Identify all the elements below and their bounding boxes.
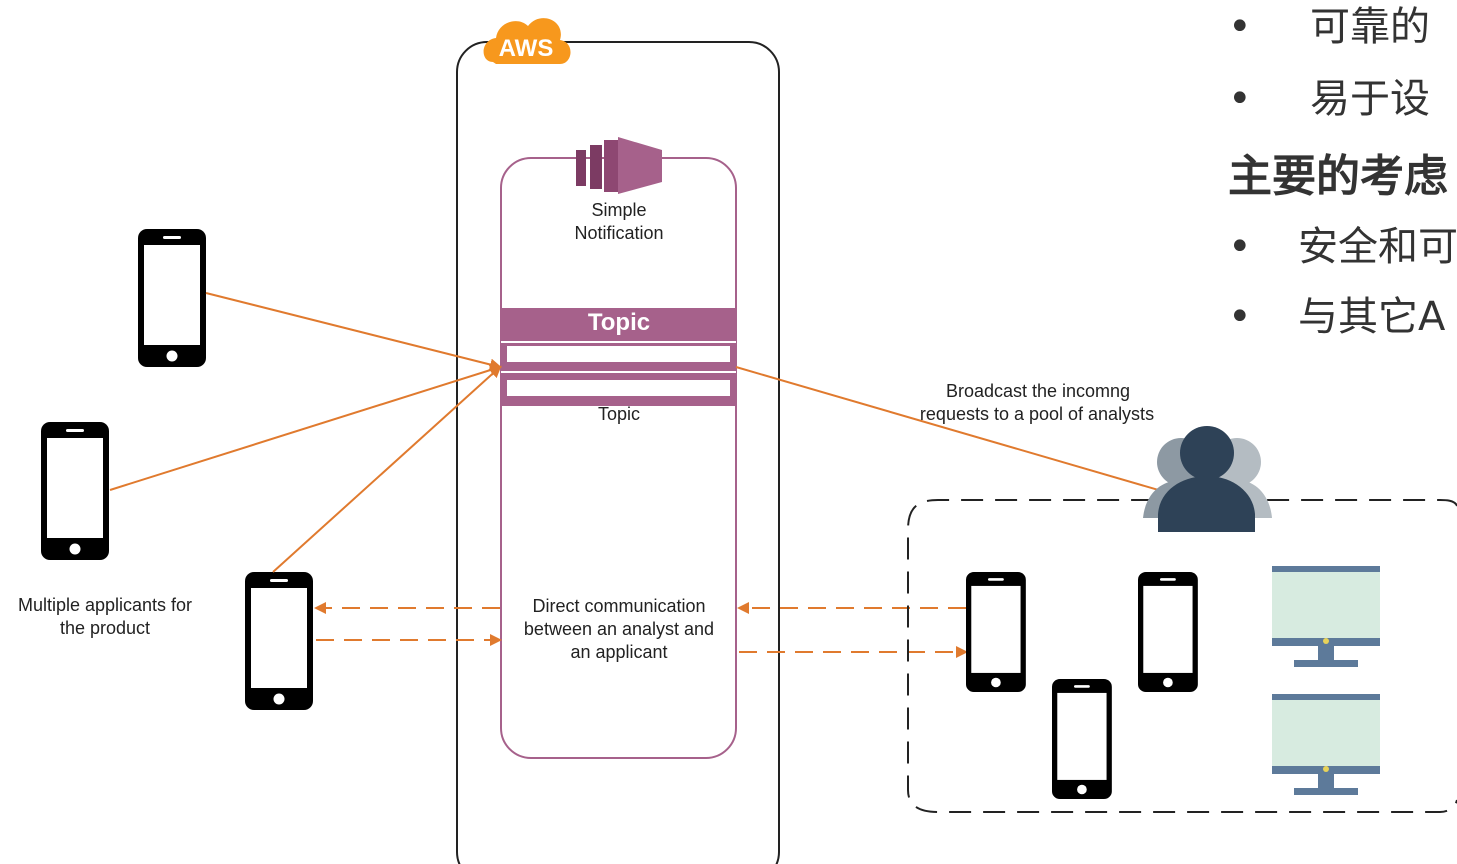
bullet-item-3: • 安全和可 — [1228, 214, 1457, 272]
broadcast-label-line2: requests to a pool of analysts — [920, 404, 1154, 424]
bullet-dot-icon: • — [1228, 76, 1252, 122]
arrow-applicant2-to-topic — [109, 364, 502, 491]
bullet-text-4: 与其它A — [1298, 294, 1446, 340]
arrow-topic-to-analysts — [735, 366, 1188, 501]
sns-label-line2: Notification — [574, 223, 663, 243]
bullet-item-2: • 易于设 — [1228, 66, 1430, 124]
bullet-text-1: 可靠的 — [1310, 4, 1430, 50]
topic-block — [501, 308, 736, 406]
applicant-phone-1-icon — [138, 229, 206, 367]
bullet-dot-icon: • — [1228, 294, 1252, 340]
section-heading: 主要的考虑 — [1228, 151, 1448, 202]
applicant-phone-2-icon — [41, 422, 109, 560]
broadcast-label-line1: Broadcast the incomng — [946, 381, 1130, 401]
bullet-dot-icon: • — [1228, 4, 1252, 50]
sns-label-line1: Simple — [591, 200, 646, 220]
topic-header: Topic — [588, 309, 650, 336]
topic-caption: Topic — [598, 404, 640, 424]
bullet-dot-icon: • — [1228, 224, 1252, 270]
analyst-monitor-2-icon — [1272, 694, 1380, 795]
analyst-phone-1-icon — [966, 572, 1026, 693]
aws-logo-icon — [483, 18, 571, 64]
direct-comm-line1: Direct communication — [532, 596, 705, 616]
bullet-text-3: 安全和可 — [1298, 224, 1457, 270]
aws-badge-label: AWS — [499, 35, 554, 62]
direct-comm-line3: an applicant — [570, 642, 667, 662]
analyst-phone-2-icon — [1138, 572, 1198, 693]
applicants-label-line2: the product — [60, 618, 150, 638]
direct-comm-line2: between an analyst and — [524, 619, 714, 639]
applicants-label-line1: Multiple applicants for — [18, 595, 192, 615]
sns-service-icon — [576, 137, 662, 194]
analyst-phone-3-icon — [1052, 679, 1112, 800]
analyst-group-icon — [1143, 426, 1272, 532]
arrow-applicant1-to-topic — [205, 292, 502, 371]
bullet-text-2: 易于设 — [1310, 76, 1430, 122]
analyst-pool-container — [907, 499, 1457, 813]
aws-cloud-container — [456, 41, 780, 864]
analyst-monitor-1-icon — [1272, 566, 1380, 667]
arrow-applicant3-to-topic — [272, 365, 502, 573]
bullet-item-1: • 可靠的 — [1228, 0, 1430, 52]
bullet-item-4: • 与其它A — [1228, 284, 1445, 342]
sns-container — [500, 157, 737, 759]
applicant-phone-3-icon — [245, 572, 313, 710]
